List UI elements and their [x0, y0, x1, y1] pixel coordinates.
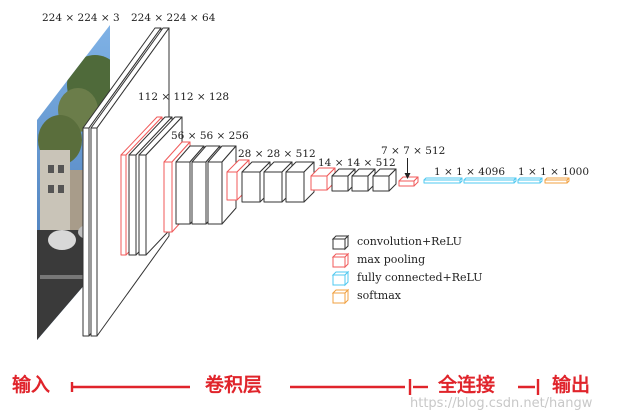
stage-divider [70, 379, 540, 395]
layer-blocks [82, 27, 570, 337]
stage-label-output: 输出 [552, 374, 591, 396]
dim-label-input: 224 × 224 × 3 [42, 12, 120, 24]
legend-label-fully-connected: fully connected+ReLU [357, 271, 483, 284]
watermark-text: https://blog.csdn.net/hangw [410, 396, 593, 411]
conv5-block-2 [351, 168, 376, 192]
conv4-block-3 [285, 161, 315, 203]
legend-label-max-pooling: max pooling [357, 253, 426, 266]
legend-swatch-fully-connected [331, 270, 350, 287]
dim-label-fc: 1 × 1 × 4096 [434, 166, 506, 178]
legend-swatch-softmax [331, 288, 350, 305]
dim-label-pool5: 7 × 7 × 512 [381, 145, 446, 157]
legend-swatch-convolution [331, 234, 350, 251]
fc2-bar [463, 177, 517, 184]
stage-label-input: 输入 [12, 374, 51, 396]
pool4-block [310, 167, 336, 191]
pool5-arrow [404, 158, 411, 179]
legend-swatches [331, 234, 350, 305]
dim-label-conv3: 56 × 56 × 256 [171, 130, 249, 142]
pool5-block [398, 176, 419, 187]
dim-label-fc-out: 1 × 1 × 1000 [518, 166, 590, 178]
dim-label-conv4: 28 × 28 × 512 [238, 148, 316, 160]
fc3-bar [517, 177, 543, 184]
conv5-block-1 [331, 168, 356, 192]
legend-label-convolution: convolution+ReLU [357, 235, 462, 248]
fc1-bar [423, 177, 463, 184]
conv5-block-3 [372, 168, 397, 192]
legend-swatch-max-pooling [331, 252, 350, 269]
legend-label-softmax: softmax [357, 289, 401, 302]
dim-label-conv1: 224 × 224 × 64 [131, 12, 216, 24]
softmax-bar [544, 177, 570, 184]
stage-label-conv: 卷积层 [205, 374, 263, 396]
dim-label-conv5: 14 × 14 × 512 [318, 157, 396, 169]
stage-label-fc: 全连接 [438, 374, 496, 396]
dim-label-conv2: 112 × 112 × 128 [138, 91, 230, 103]
